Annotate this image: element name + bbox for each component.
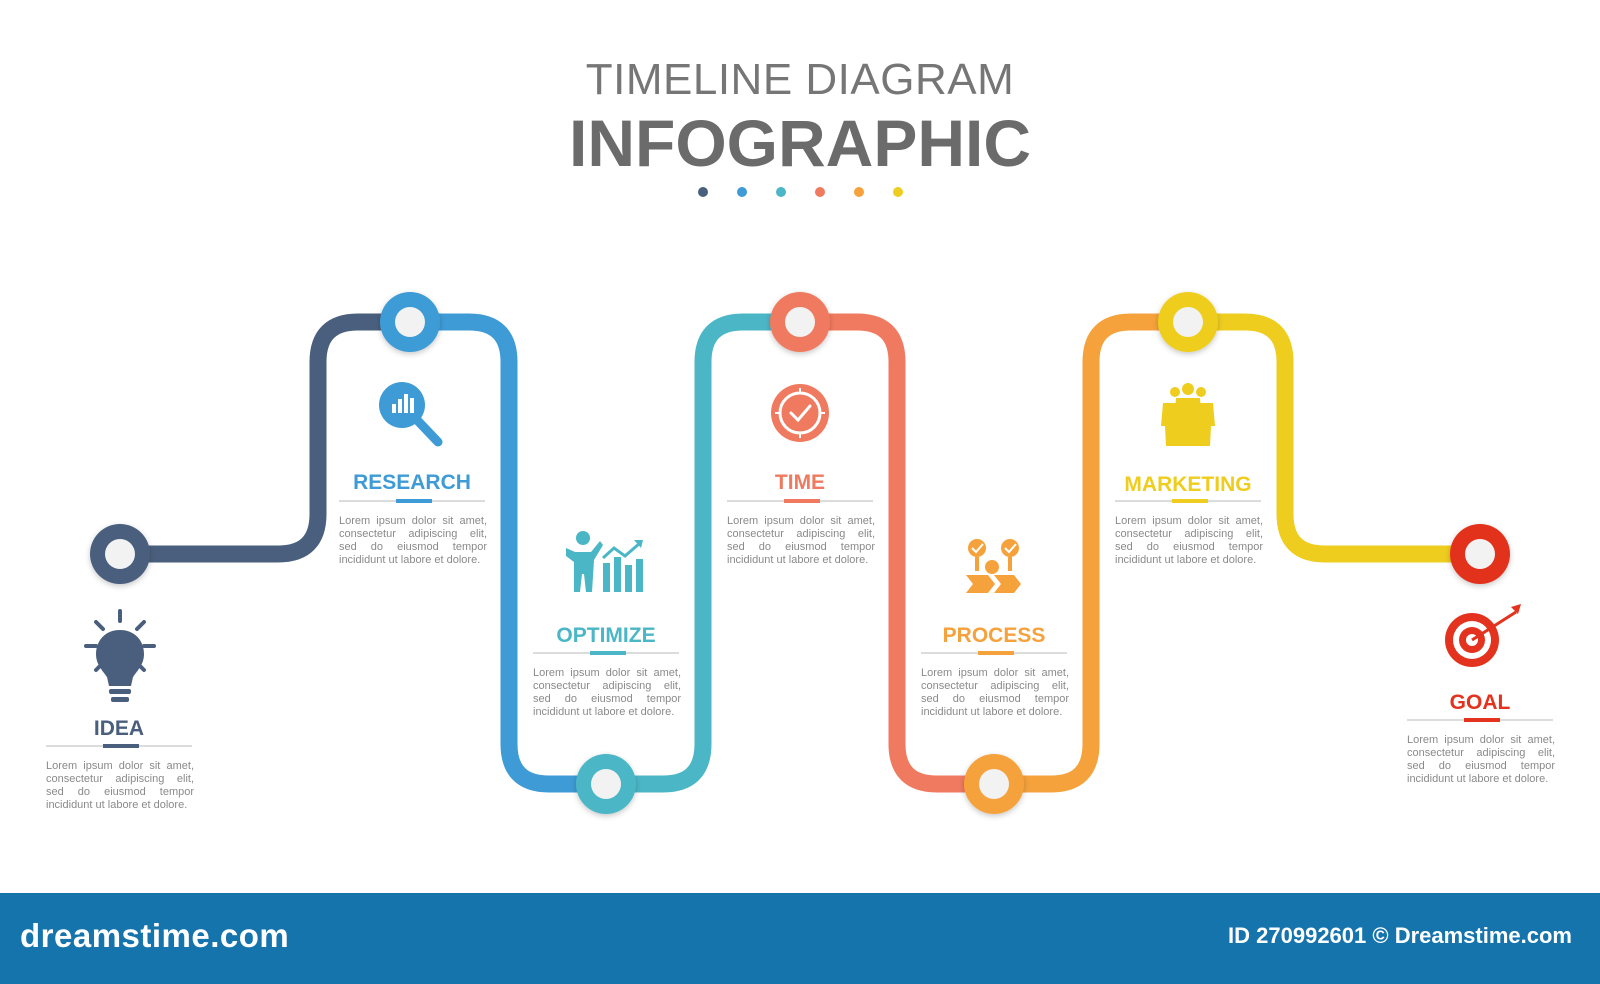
- path-segment-process: [985, 313, 1197, 793]
- node-optimize: [576, 754, 636, 814]
- node-optimize-center: [591, 769, 621, 799]
- title-line-1: TIMELINE DIAGRAM: [585, 55, 1015, 104]
- title-line-2: INFOGRAPHIC: [569, 106, 1031, 180]
- header-dots: [698, 187, 903, 197]
- node-process: [964, 754, 1024, 814]
- person-growth-chart-icon: [566, 531, 643, 592]
- step-label-process: PROCESS: [942, 624, 1046, 647]
- node-research: [380, 292, 440, 352]
- team-people-icon: [1161, 383, 1215, 446]
- path-segment-marketing: [1179, 313, 1489, 563]
- step-label-idea: IDEA: [93, 717, 145, 740]
- path-segment-research: [401, 313, 615, 793]
- node-goal: [1450, 524, 1510, 584]
- step-label-time: TIME: [774, 471, 826, 494]
- header-dot-6: [893, 187, 903, 197]
- node-goal-center: [1465, 539, 1495, 569]
- step-divider-optimize: [533, 651, 679, 655]
- step-divider-time: [727, 499, 873, 503]
- step-label-research: RESEARCH: [353, 471, 471, 494]
- path-segment-time: [791, 313, 1003, 793]
- clock-icon: [771, 384, 829, 442]
- process-checks-icon: [966, 539, 1021, 593]
- header-dot-1: [698, 187, 708, 197]
- footer-bar: dreamstime.com ID 270992601 © Dreamstime…: [0, 893, 1600, 984]
- step-label-goal: GOAL: [1449, 691, 1511, 714]
- node-marketing: [1158, 292, 1218, 352]
- light-bulb-icon: [84, 609, 156, 702]
- step-divider-marketing: [1115, 499, 1261, 503]
- step-divider-goal: [1407, 718, 1553, 722]
- node-marketing-center: [1173, 307, 1203, 337]
- header-dot-4: [815, 187, 825, 197]
- step-text-marketing: Lorem ipsum dolor sit amet, consectetur …: [1115, 515, 1263, 566]
- node-time-center: [785, 307, 815, 337]
- step-text-process: Lorem ipsum dolor sit amet, consectetur …: [921, 667, 1069, 718]
- magnifier-chart-icon: [379, 382, 443, 447]
- step-text-goal: Lorem ipsum dolor sit amet, consectetur …: [1407, 734, 1555, 785]
- path-segment-idea: [111, 313, 419, 563]
- step-text-idea: Lorem ipsum dolor sit amet, consectetur …: [46, 760, 194, 811]
- step-divider-idea: [46, 744, 192, 748]
- node-research-center: [395, 307, 425, 337]
- step-label-optimize: OPTIMIZE: [556, 624, 656, 647]
- step-divider-research: [339, 499, 485, 503]
- target-arrow-icon: [1445, 604, 1521, 667]
- header-dot-2: [737, 187, 747, 197]
- path-segment-optimize: [597, 313, 809, 793]
- footer-credit: ID 270992601 © Dreamstime.com: [1228, 923, 1572, 948]
- header-dot-3: [776, 187, 786, 197]
- header-dot-5: [854, 187, 864, 197]
- node-process-center: [979, 769, 1009, 799]
- step-divider-process: [921, 651, 1067, 655]
- step-text-time: Lorem ipsum dolor sit amet, consectetur …: [727, 515, 875, 566]
- step-label-marketing: MARKETING: [1124, 473, 1252, 496]
- footer-brand: dreamstime.com: [20, 917, 290, 954]
- step-text-research: Lorem ipsum dolor sit amet, consectetur …: [339, 515, 487, 566]
- node-idea: [90, 524, 150, 584]
- step-text-optimize: Lorem ipsum dolor sit amet, consectetur …: [533, 667, 681, 718]
- node-time: [770, 292, 830, 352]
- node-idea-center: [105, 539, 135, 569]
